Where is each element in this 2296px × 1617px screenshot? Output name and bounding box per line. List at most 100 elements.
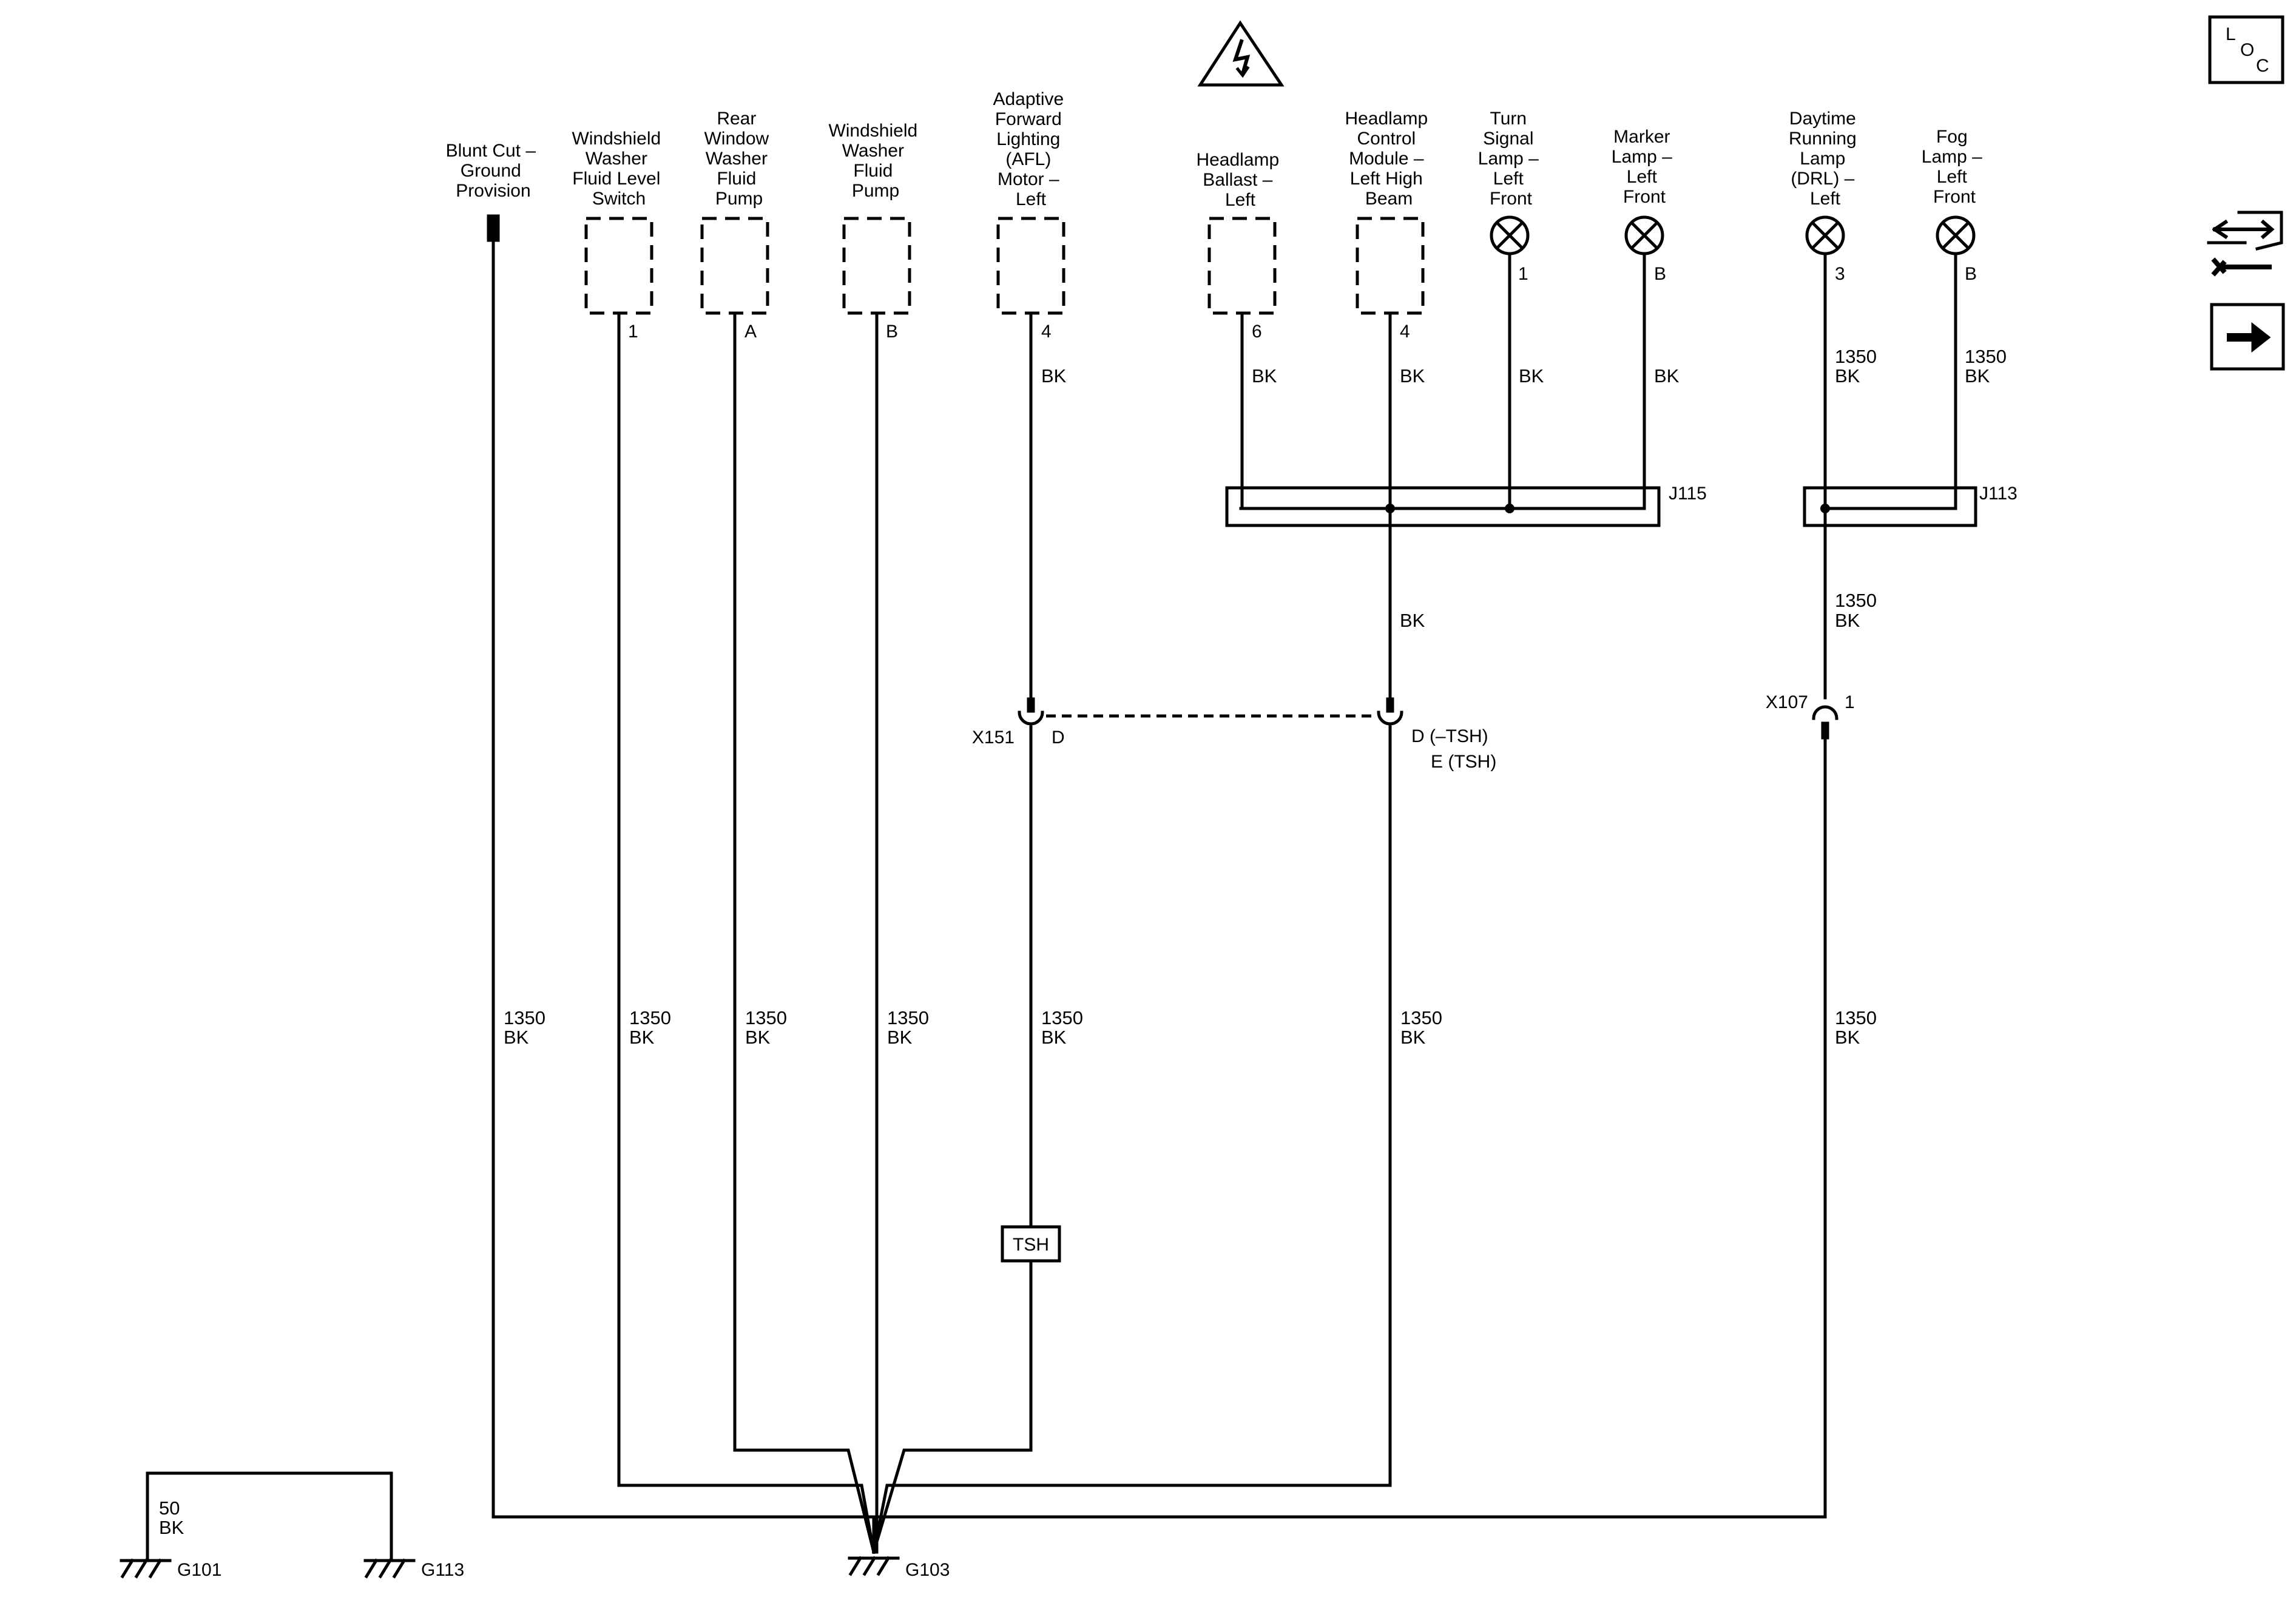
loc-letter-o: O	[2240, 40, 2254, 60]
splice-dot	[1505, 504, 1514, 513]
connector-x151-pin-b: E (TSH)	[1431, 752, 1496, 772]
ground-g101-icon	[120, 1558, 172, 1579]
connector-x151-pin: D	[1052, 727, 1065, 748]
wire-color-blunt-cut: BK	[504, 1027, 529, 1048]
wire-gauge-blunt-cut: 1350	[504, 1007, 545, 1028]
label-rear-washer-pump: Rear Window Washer Fluid Pump	[704, 109, 774, 209]
electrical-warning-icon[interactable]	[1197, 20, 1285, 87]
splice-dot	[1385, 504, 1395, 513]
wire-color-washer-pump: BK	[887, 1027, 913, 1048]
drl-lamp-icon	[1805, 215, 1845, 255]
pin-marker-lamp: B	[1654, 264, 1666, 284]
blunt-cut-terminal	[487, 214, 500, 242]
splice-j115	[1225, 486, 1661, 527]
tsh-box	[1001, 1225, 1061, 1263]
wire-color-drl-upper: BK	[1835, 365, 1860, 387]
splice-j113	[1803, 486, 1977, 527]
label-fog-lamp: Fog Lamp – Left Front	[1922, 127, 1987, 207]
splice-dot	[1820, 504, 1830, 513]
wire-gauge-fog: 1350	[1965, 346, 2007, 367]
label-drl-lamp: Daytime Running Lamp (DRL) – Left	[1789, 109, 1862, 209]
connector-x107-name: X107	[1766, 692, 1808, 712]
connector-x151-left	[1018, 697, 1044, 726]
washer-level-switch-box	[584, 217, 653, 315]
connector-tools-icon[interactable]	[2207, 211, 2283, 277]
marker-lamp-icon	[1624, 215, 1664, 255]
wire-gauge-drl-upper: 1350	[1835, 346, 1877, 367]
label-washer-pump: Windshield Washer Fluid Pump	[828, 121, 922, 201]
wire-color-drl-lower: BK	[1835, 1027, 1860, 1048]
pin-headlamp-control: 4	[1400, 322, 1410, 342]
pin-headlamp-ballast: 6	[1252, 322, 1262, 342]
wire-color-drl-mid: BK	[1835, 610, 1860, 631]
label-headlamp-control: Headlamp Control Module – Left High Beam	[1345, 109, 1433, 209]
wire-gauge-afl-lower: 1350	[1041, 1007, 1083, 1028]
connector-x151-right	[1377, 697, 1403, 726]
splice-j115-label: J115	[1669, 484, 1707, 504]
wire-gauge-level-switch: 1350	[629, 1007, 671, 1028]
wire-gauge-drl-mid: 1350	[1835, 590, 1877, 611]
afl-motor-box	[996, 217, 1065, 315]
label-blunt-cut: Blunt Cut – Ground Provision	[446, 141, 541, 201]
wire-gauge-control-lower: 1350	[1400, 1007, 1442, 1028]
tsh-label: TSH	[1013, 1235, 1049, 1255]
wire-color-jumper: BK	[159, 1517, 184, 1538]
ground-g103-label: G103	[905, 1560, 950, 1580]
pin-afl-motor: 4	[1041, 322, 1052, 342]
pin-washer-level-switch: 1	[628, 322, 638, 342]
pin-rear-washer-pump: A	[745, 322, 757, 342]
wire-color-afl-lower: BK	[1041, 1027, 1067, 1048]
pin-washer-pump: B	[886, 322, 898, 342]
wire-color-fog: BK	[1965, 365, 1990, 387]
connector-x107-pin: 1	[1845, 692, 1855, 712]
wire-drl-lower	[872, 737, 1827, 1519]
label-turn-signal: Turn Signal Lamp – Left Front	[1478, 109, 1544, 209]
ground-g113-icon	[363, 1558, 416, 1579]
ground-g113-label: G113	[421, 1560, 464, 1580]
connector-x107	[1812, 705, 1838, 740]
wire-afl-motor-lower	[871, 725, 1033, 1555]
location-icon[interactable]	[2208, 15, 2284, 84]
wire-gauge-washer-pump: 1350	[887, 1007, 929, 1028]
pin-turn-signal: 1	[1518, 264, 1528, 284]
wire-washer-level-switch	[617, 311, 876, 1554]
headlamp-control-box	[1356, 217, 1425, 315]
turn-signal-lamp-icon	[1490, 215, 1530, 255]
wire-color-afl-upper: BK	[1041, 365, 1067, 387]
wire-rear-washer-pump	[733, 311, 876, 1555]
fog-lamp-icon	[1936, 215, 1976, 255]
ground-jumper	[146, 1471, 393, 1562]
wire-gauge-jumper: 50	[159, 1497, 180, 1519]
wire-color-rear-pump: BK	[745, 1027, 771, 1048]
label-marker-lamp: Marker Lamp – Left Front	[1612, 127, 1677, 207]
pin-drl-lamp: 3	[1835, 264, 1845, 284]
next-page-arrow-button[interactable]	[2210, 303, 2285, 371]
loc-letter-l: L	[2226, 24, 2236, 44]
rear-washer-pump-box	[700, 217, 769, 315]
connector-x151-name: X151	[972, 727, 1015, 748]
wire-headlamp-control-lower	[872, 725, 1392, 1554]
wire-blunt-cut	[491, 238, 876, 1554]
wire-color-ballast: BK	[1252, 365, 1277, 387]
wire-color-control-mid: BK	[1400, 610, 1425, 631]
pin-fog-lamp: B	[1965, 264, 1977, 284]
wire-gauge-rear-pump: 1350	[745, 1007, 787, 1028]
washer-pump-box	[842, 217, 911, 315]
wire-color-control-lower: BK	[1400, 1027, 1426, 1048]
wire-color-marker: BK	[1654, 365, 1680, 387]
wire-color-control-upper: BK	[1400, 365, 1425, 387]
label-washer-level-switch: Windshield Washer Fluid Level Switch	[572, 129, 666, 209]
label-headlamp-ballast: Headlamp Ballast – Left	[1196, 150, 1284, 210]
headlamp-ballast-box	[1207, 217, 1277, 315]
wire-gauge-drl-lower: 1350	[1835, 1007, 1877, 1028]
wire-color-level-switch: BK	[629, 1027, 655, 1048]
label-afl-motor: Adaptive Forward Lighting (AFL) Motor – …	[993, 89, 1069, 209]
ground-g101-label: G101	[177, 1560, 221, 1580]
loc-letter-c: C	[2256, 56, 2269, 76]
ground-g103-icon	[848, 1556, 900, 1576]
connector-x151-pin-a: D (–TSH)	[1411, 726, 1488, 746]
splice-j113-label: J113	[1979, 484, 2017, 504]
wire-color-turn-signal: BK	[1519, 365, 1544, 387]
